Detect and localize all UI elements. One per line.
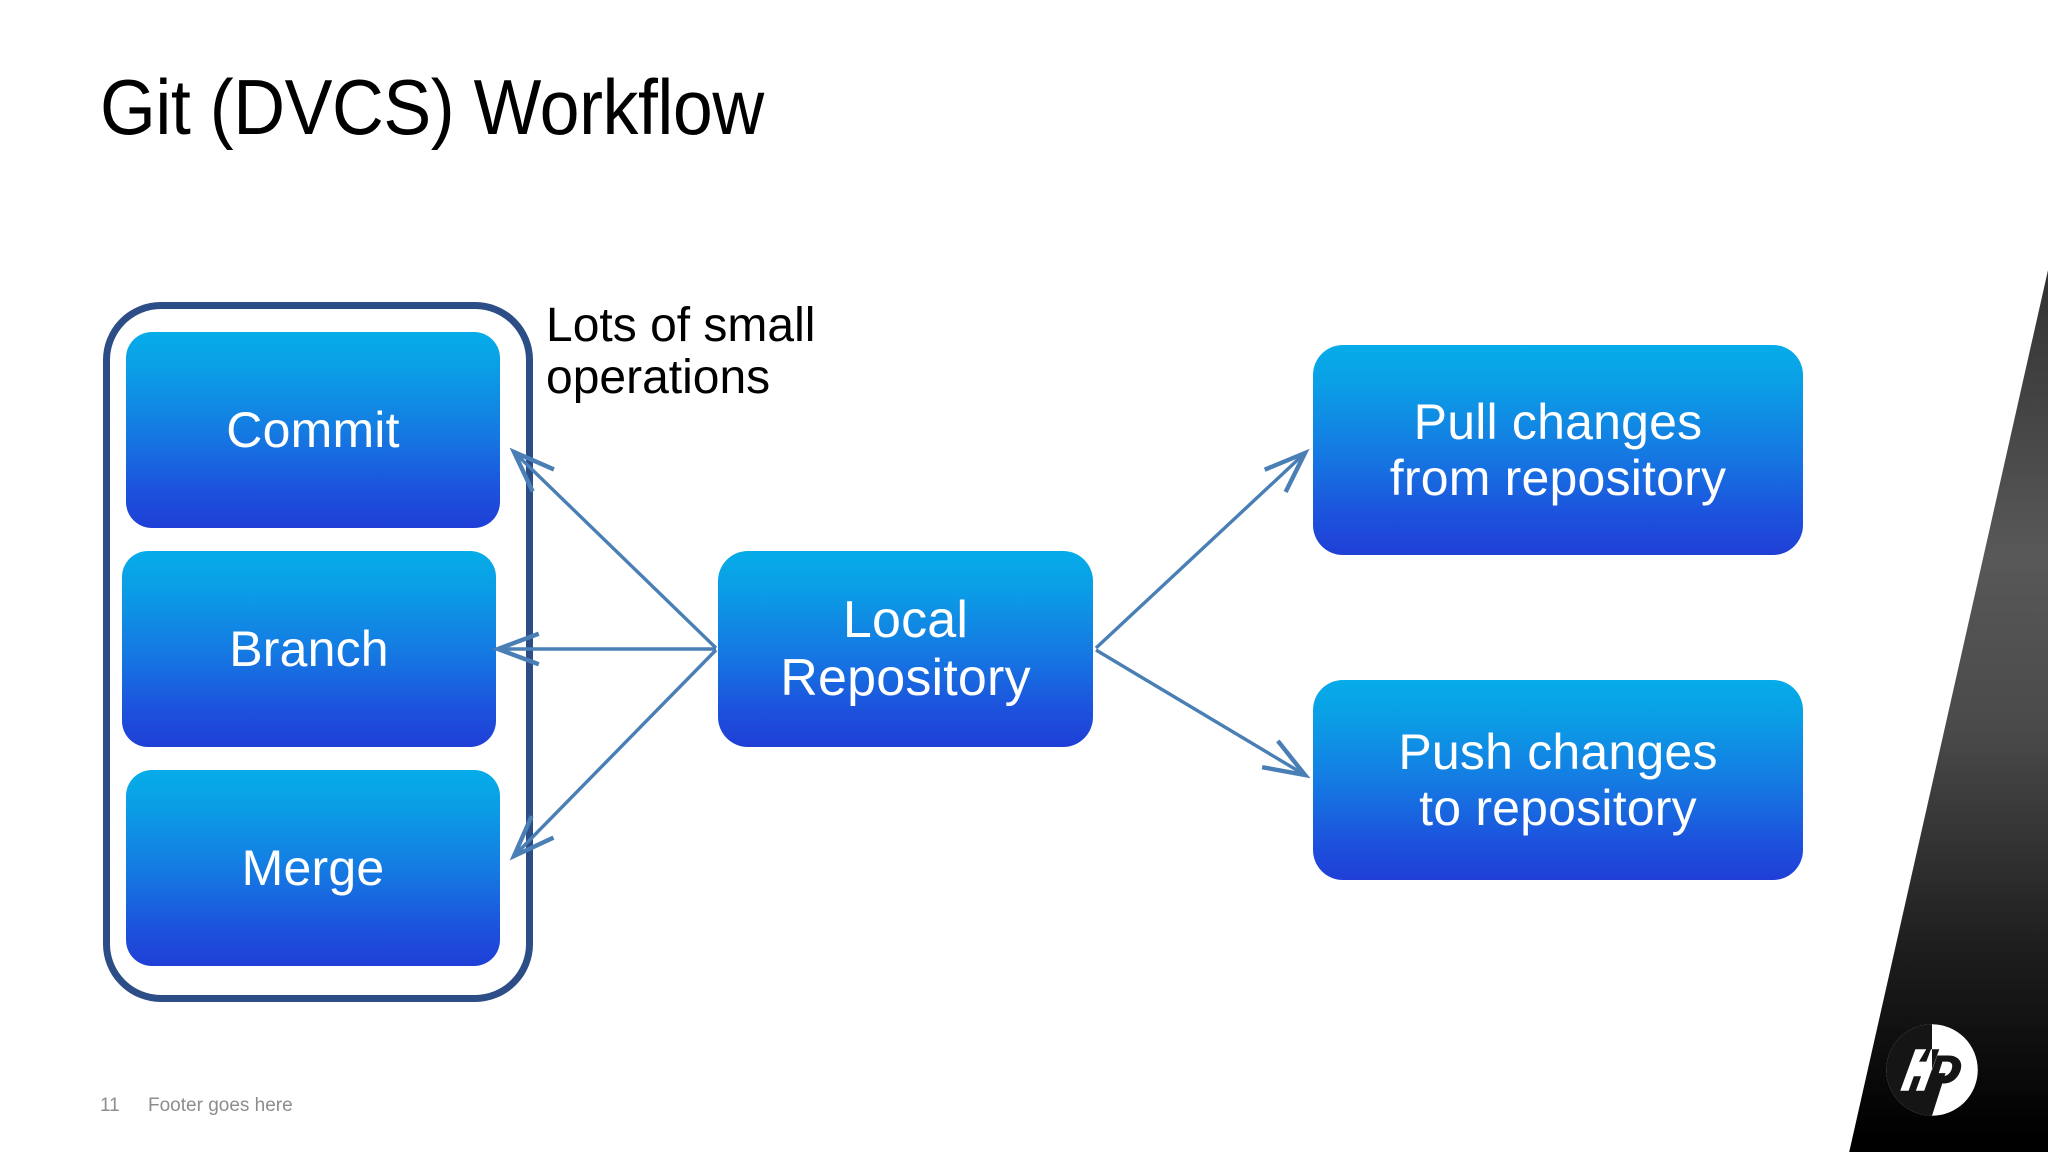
callout-lots-of-small-operations: Lots of small operations (546, 300, 886, 404)
footer-text: Footer goes here (148, 1095, 293, 1116)
corner-band-shape (1838, 0, 2048, 1152)
node-local-repository[interactable]: Local Repository (718, 551, 1093, 747)
node-push-line-1: Push changes (1398, 724, 1718, 780)
node-pull-line-2: from repository (1389, 450, 1727, 506)
arrow-repo-to-commit (509, 447, 718, 650)
corner-decoration-band (1718, 0, 2048, 1152)
node-local-repository-line-1: Local (842, 590, 969, 649)
node-commit-label: Commit (226, 402, 400, 458)
node-push-line-2: to repository (1419, 780, 1697, 836)
page-number: 11 (100, 1095, 120, 1116)
node-branch[interactable]: Branch (122, 551, 496, 747)
hp-logo-icon (1886, 1024, 1978, 1116)
node-branch-label: Branch (229, 621, 389, 677)
arrow-repo-to-pull (1094, 448, 1310, 650)
callout-line-1: Lots of small (546, 299, 816, 352)
node-merge[interactable]: Merge (126, 770, 500, 966)
node-pull-changes[interactable]: Pull changes from repository (1313, 345, 1803, 555)
node-local-repository-line-2: Repository (780, 649, 1031, 707)
page-title: Git (DVCS) Workflow (100, 63, 764, 151)
node-commit[interactable]: Commit (126, 332, 500, 528)
node-pull-line-1: Pull changes (1413, 394, 1703, 450)
callout-line-2: operations (546, 350, 771, 404)
arrow-repo-to-merge (509, 648, 718, 861)
arrow-repo-to-push (1095, 648, 1311, 779)
node-merge-label: Merge (241, 840, 385, 896)
node-push-changes[interactable]: Push changes to repository (1313, 680, 1803, 880)
footer: 11 Footer goes here (100, 1095, 293, 1117)
